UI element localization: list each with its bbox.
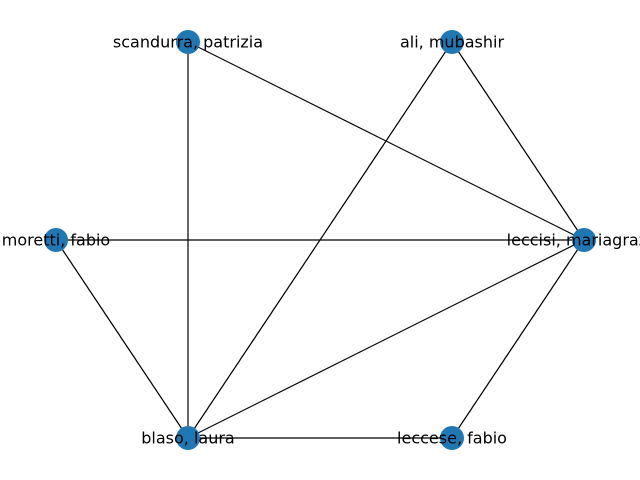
node-label: blaso, laura [141, 429, 234, 448]
node-marker [176, 30, 200, 54]
node-leccisi: leccisi, mariagrazia [507, 228, 640, 252]
node-marker [176, 426, 200, 450]
node-moretti: moretti, fabio [2, 228, 110, 252]
node-leccese: leccese, fabio [397, 426, 507, 450]
edge-ali-leccisi [451, 41, 585, 241]
edges-layer [55, 41, 585, 439]
node-marker [44, 228, 68, 252]
node-ali: ali, mubashir [400, 30, 504, 54]
node-blaso: blaso, laura [141, 426, 235, 450]
node-scandurra: scandurra, patrizia [113, 30, 263, 54]
edge-leccese-leccisi [451, 239, 585, 439]
node-label: scandurra, patrizia [113, 33, 263, 52]
node-marker [572, 228, 596, 252]
node-label: leccese, fabio [397, 429, 507, 448]
node-label: leccisi, mariagrazia [507, 231, 640, 250]
node-marker [440, 426, 464, 450]
node-label: ali, mubashir [400, 33, 504, 52]
edge-moretti-blaso [55, 239, 189, 439]
edge-blaso-leccisi [187, 239, 585, 439]
node-label: moretti, fabio [2, 231, 110, 250]
node-marker [440, 30, 464, 54]
nodes-layer: scandurra, patrizia ali, mubashir morett… [2, 30, 640, 450]
